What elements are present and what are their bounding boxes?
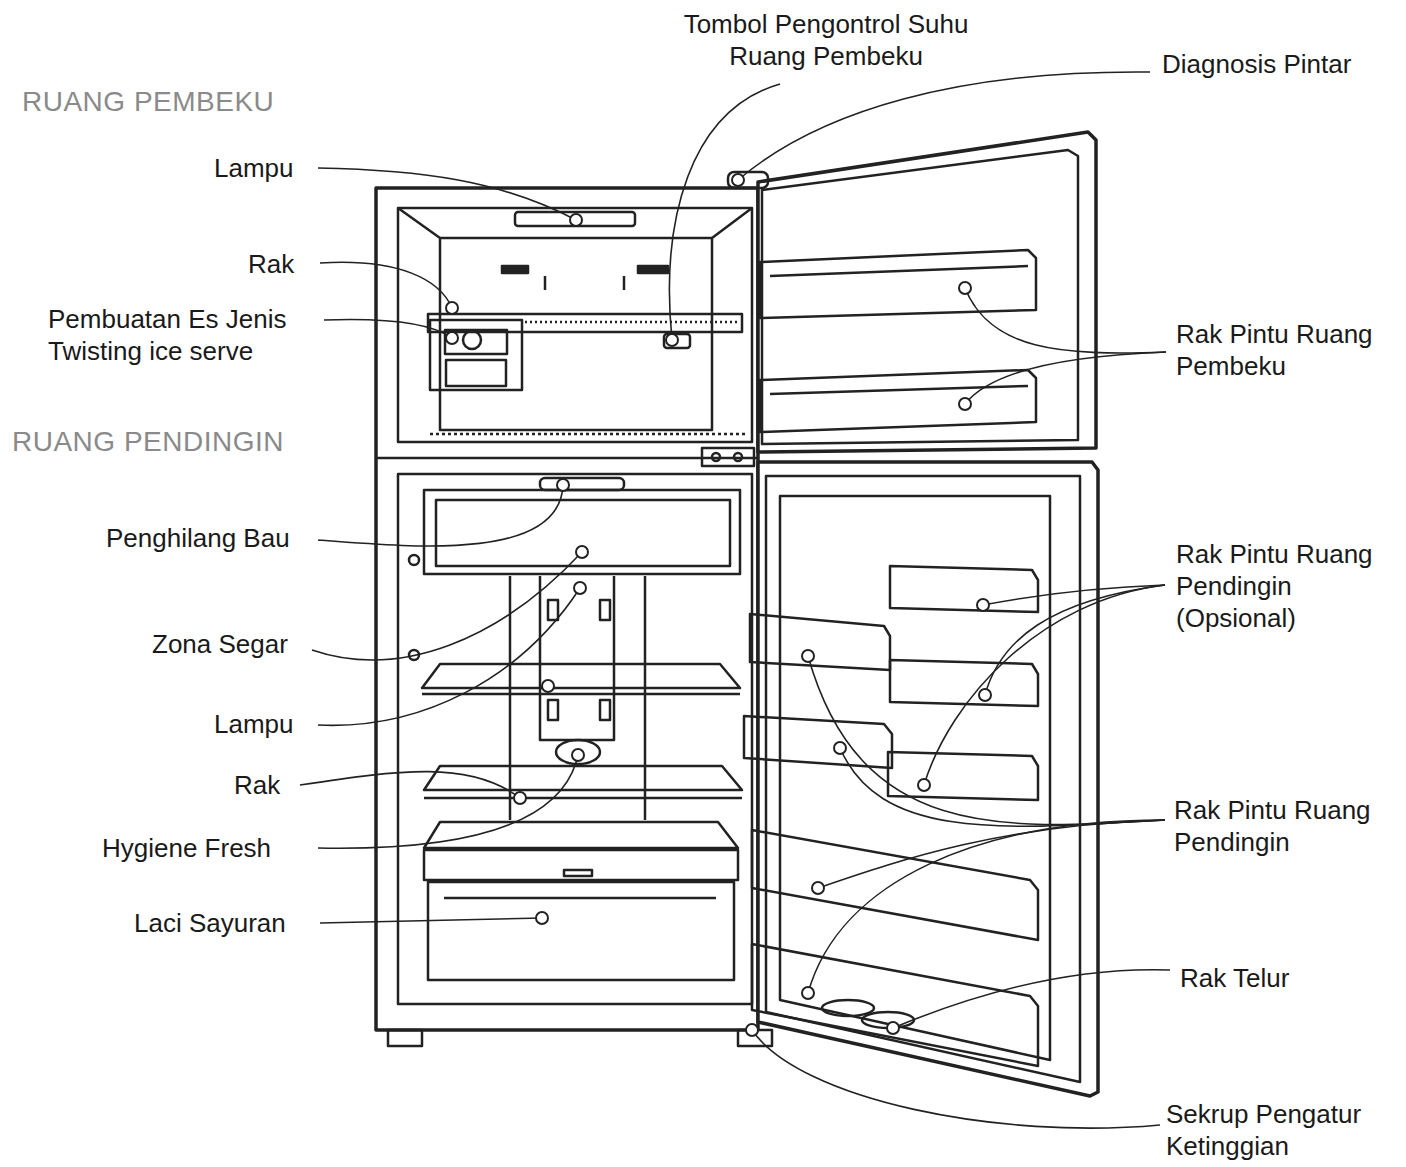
part-label: Rak Pintu Ruang Pendingin: [1174, 794, 1398, 858]
part-label: Pembuatan Es Jenis Twisting ice serve: [48, 303, 326, 367]
part-label: Sekrup Pengatur Ketinggian: [1166, 1098, 1390, 1162]
part-label: Rak: [248, 248, 294, 280]
part-label: Rak Telur: [1180, 962, 1289, 994]
part-label: Laci Sayuran: [134, 907, 286, 939]
part-label: Hygiene Fresh: [102, 832, 271, 864]
part-label: Zona Segar: [152, 628, 288, 660]
part-label: Rak: [234, 769, 280, 801]
part-label: Lampu: [214, 152, 294, 184]
section-heading: RUANG PENDINGIN: [12, 426, 284, 458]
section-heading: RUANG PEMBEKU: [22, 86, 274, 118]
part-label: Tombol Pengontrol Suhu Ruang Pembeku: [676, 8, 976, 72]
part-label: Lampu: [214, 708, 294, 740]
part-label: Rak Pintu Ruang Pendingin (Opsional): [1176, 538, 1398, 634]
part-label: Rak Pintu Ruang Pembeku: [1176, 318, 1398, 382]
part-label: Penghilang Bau: [106, 522, 290, 554]
part-label: Diagnosis Pintar: [1162, 48, 1351, 80]
